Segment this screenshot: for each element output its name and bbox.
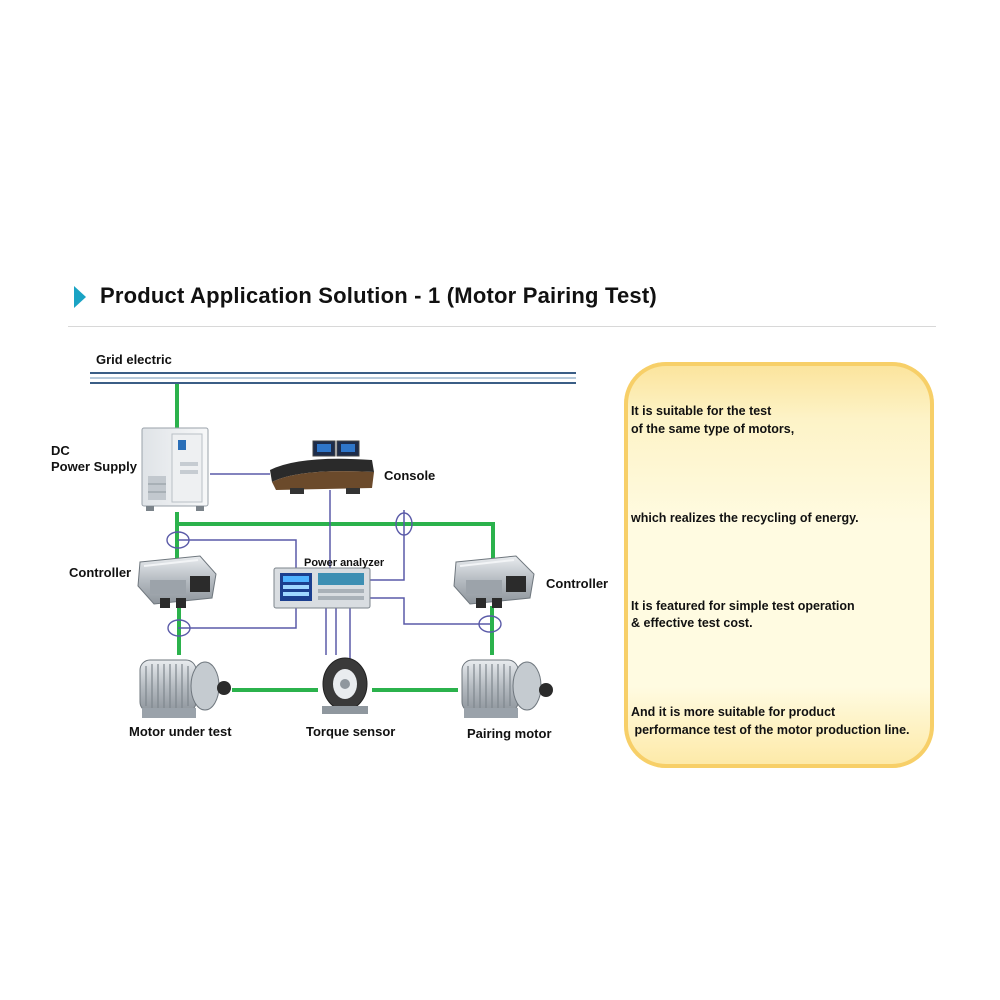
title-bar: Product Application Solution - 1 (Motor … [68, 280, 936, 327]
torque-sensor-label: Torque sensor [306, 724, 396, 739]
note-4-line-2: performance test of the motor production… [631, 723, 910, 737]
page-title: Product Application Solution - 1 (Motor … [100, 283, 657, 308]
motor-under-test-image [139, 659, 231, 718]
dc-power-supply-image [141, 427, 209, 511]
power-supply-label: Power Supply [51, 459, 137, 474]
note-1-line-1: It is suitable for the test [631, 404, 772, 418]
title-arrow-icon [74, 286, 86, 308]
dc-label: DC [51, 443, 70, 458]
controller-left-image [137, 555, 217, 608]
pairing-motor-label: Pairing motor [467, 726, 552, 741]
current-clamps [166, 512, 502, 637]
grid-electric-label: Grid electric [96, 352, 172, 367]
note-3-line-2: & effective test cost. [631, 616, 753, 630]
torque-sensor-image [322, 657, 368, 714]
controller-right-label: Controller [546, 576, 609, 591]
note-1-line-2: of the same type of motors, [631, 422, 795, 436]
signal-wiring [178, 473, 490, 660]
console-image [270, 440, 374, 494]
power-analyzer-image [273, 567, 371, 609]
power-analyzer-label: Power analyzer [304, 557, 385, 569]
motor-under-test-label: Motor under test [129, 724, 232, 739]
controller-right-image [453, 555, 535, 608]
note-2-line-1: which realizes the recycling of energy. [631, 511, 859, 525]
controller-left-label: Controller [69, 565, 132, 580]
console-label: Console [384, 468, 436, 483]
note-3-line-1: It is featured for simple test operation [631, 599, 855, 613]
grid-bus-lines [90, 372, 576, 384]
pairing-motor-image [461, 659, 553, 718]
power-wiring [175, 384, 495, 692]
note-4-line-1: And it is more suitable for product [631, 705, 836, 719]
notes-card [624, 362, 934, 768]
